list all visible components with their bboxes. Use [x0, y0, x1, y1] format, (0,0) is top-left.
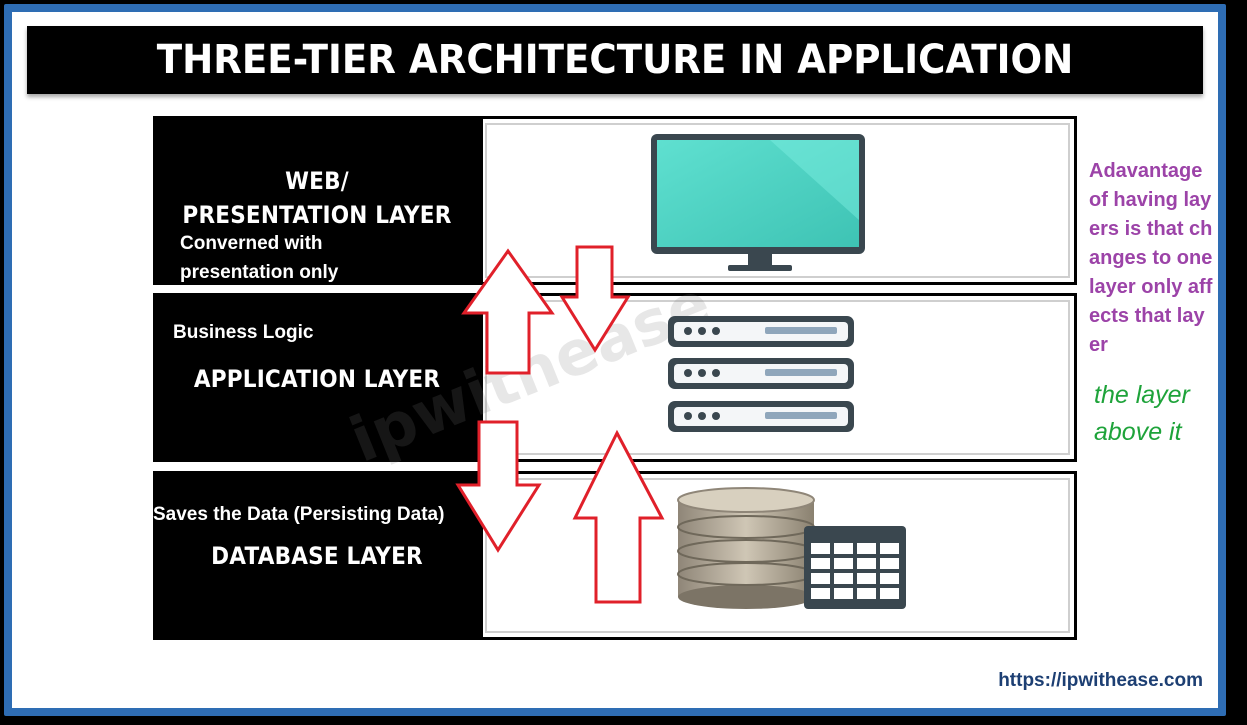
- presentation-layer-note: Converned with presentation only: [180, 233, 339, 283]
- source-url[interactable]: https://ipwithease.com: [998, 670, 1203, 691]
- database-table-icon: [677, 487, 906, 609]
- arrow-down-icon: [455, 420, 542, 553]
- arrow-up-icon: [461, 248, 555, 375]
- application-layer-row: [153, 293, 1077, 462]
- presentation-layer-title-line2: PRESENTATION LAYER: [182, 201, 452, 229]
- database-layer-note: Saves the Data (Persisting Data): [153, 504, 445, 525]
- application-layer-note: Business Logic: [173, 322, 314, 343]
- application-layer-title: APPLICATION LAYER: [193, 365, 441, 393]
- application-layer-label-panel: [156, 296, 483, 459]
- database-layer-title: DATABASE LAYER: [211, 542, 423, 570]
- title-bar: THREE-TIER ARCHITECTURE IN APPLICATION: [27, 26, 1203, 94]
- database-layer-label-panel: [156, 474, 483, 637]
- server-rack-icon: [668, 316, 854, 432]
- arrow-up-icon: [572, 429, 665, 604]
- presentation-layer-title-line1: WEB/: [285, 167, 349, 195]
- arrow-down-icon: [559, 245, 631, 353]
- side-note: Adavantage of having layers is that chan…: [1089, 160, 1213, 356]
- presentation-layer-label-panel: [156, 119, 483, 282]
- presentation-layer-row: [153, 116, 1077, 285]
- monitor-icon: [651, 134, 865, 271]
- side-note-tail: the layer above it: [1094, 381, 1190, 446]
- page-title: THREE-TIER ARCHITECTURE IN APPLICATION: [156, 37, 1074, 83]
